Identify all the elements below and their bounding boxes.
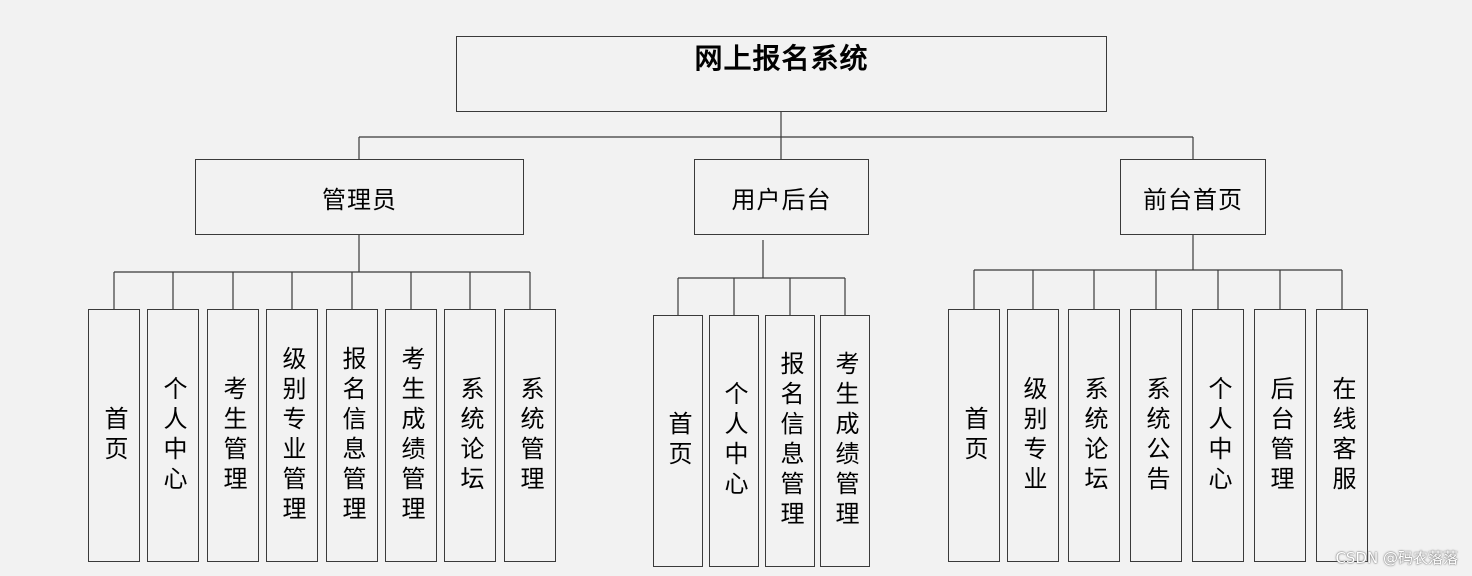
leaf-node: 系统论坛 [1068,309,1120,562]
leaf-label: 个人中心 [159,375,187,496]
leaf-node: 首页 [653,315,703,567]
leaf-label: 个人中心 [1204,375,1232,496]
leaf-label: 级别专业 [1019,375,1047,496]
leaf-node: 级别专业 [1007,309,1059,562]
leaf-node: 系统管理 [504,309,556,562]
leaf-label: 后台管理 [1266,375,1294,496]
leaf-node: 个人中心 [147,309,199,562]
leaf-node: 考生成绩管理 [385,309,437,562]
root-node: 网上报名系统 [456,36,1107,112]
leaf-node: 首页 [948,309,1000,562]
leaf-node: 报名信息管理 [765,315,815,567]
leaf-node: 后台管理 [1254,309,1306,562]
group-label-front-home: 前台首页 [1143,185,1243,214]
leaf-label: 考生成绩管理 [397,345,425,526]
leaf-node: 首页 [88,309,140,562]
root-label: 网上报名系统 [694,42,869,75]
leaf-label: 系统论坛 [1080,375,1108,496]
leaf-label: 报名信息管理 [338,345,366,526]
watermark: CSDN @码农落落 [1335,549,1458,567]
leaf-label: 系统论坛 [456,375,484,496]
leaf-node: 系统公告 [1130,309,1182,562]
leaf-label: 个人中心 [720,381,748,501]
leaf-node: 考生管理 [207,309,259,562]
leaf-node: 系统论坛 [444,309,496,562]
leaf-label: 首页 [100,405,128,466]
leaf-label: 考生成绩管理 [831,351,859,531]
leaf-node: 考生成绩管理 [820,315,870,567]
leaf-node: 个人中心 [709,315,759,567]
group-node-front-home: 前台首页 [1120,159,1266,235]
leaf-node: 级别专业管理 [266,309,318,562]
group-node-user-backend: 用户后台 [694,159,869,235]
leaf-label: 级别专业管理 [278,345,306,526]
leaf-label: 首页 [960,405,988,466]
leaf-label: 首页 [664,411,692,471]
leaf-label: 在线客服 [1328,375,1356,496]
group-node-admin: 管理员 [195,159,524,235]
leaf-label: 系统管理 [516,375,544,496]
leaf-node: 报名信息管理 [326,309,378,562]
leaf-label: 报名信息管理 [776,351,804,531]
group-label-user-backend: 用户后台 [731,185,832,214]
leaf-node: 在线客服 [1316,309,1368,562]
leaf-node: 个人中心 [1192,309,1244,562]
leaf-label: 考生管理 [219,375,247,496]
group-label-admin: 管理员 [322,185,397,214]
leaf-label: 系统公告 [1142,375,1170,496]
